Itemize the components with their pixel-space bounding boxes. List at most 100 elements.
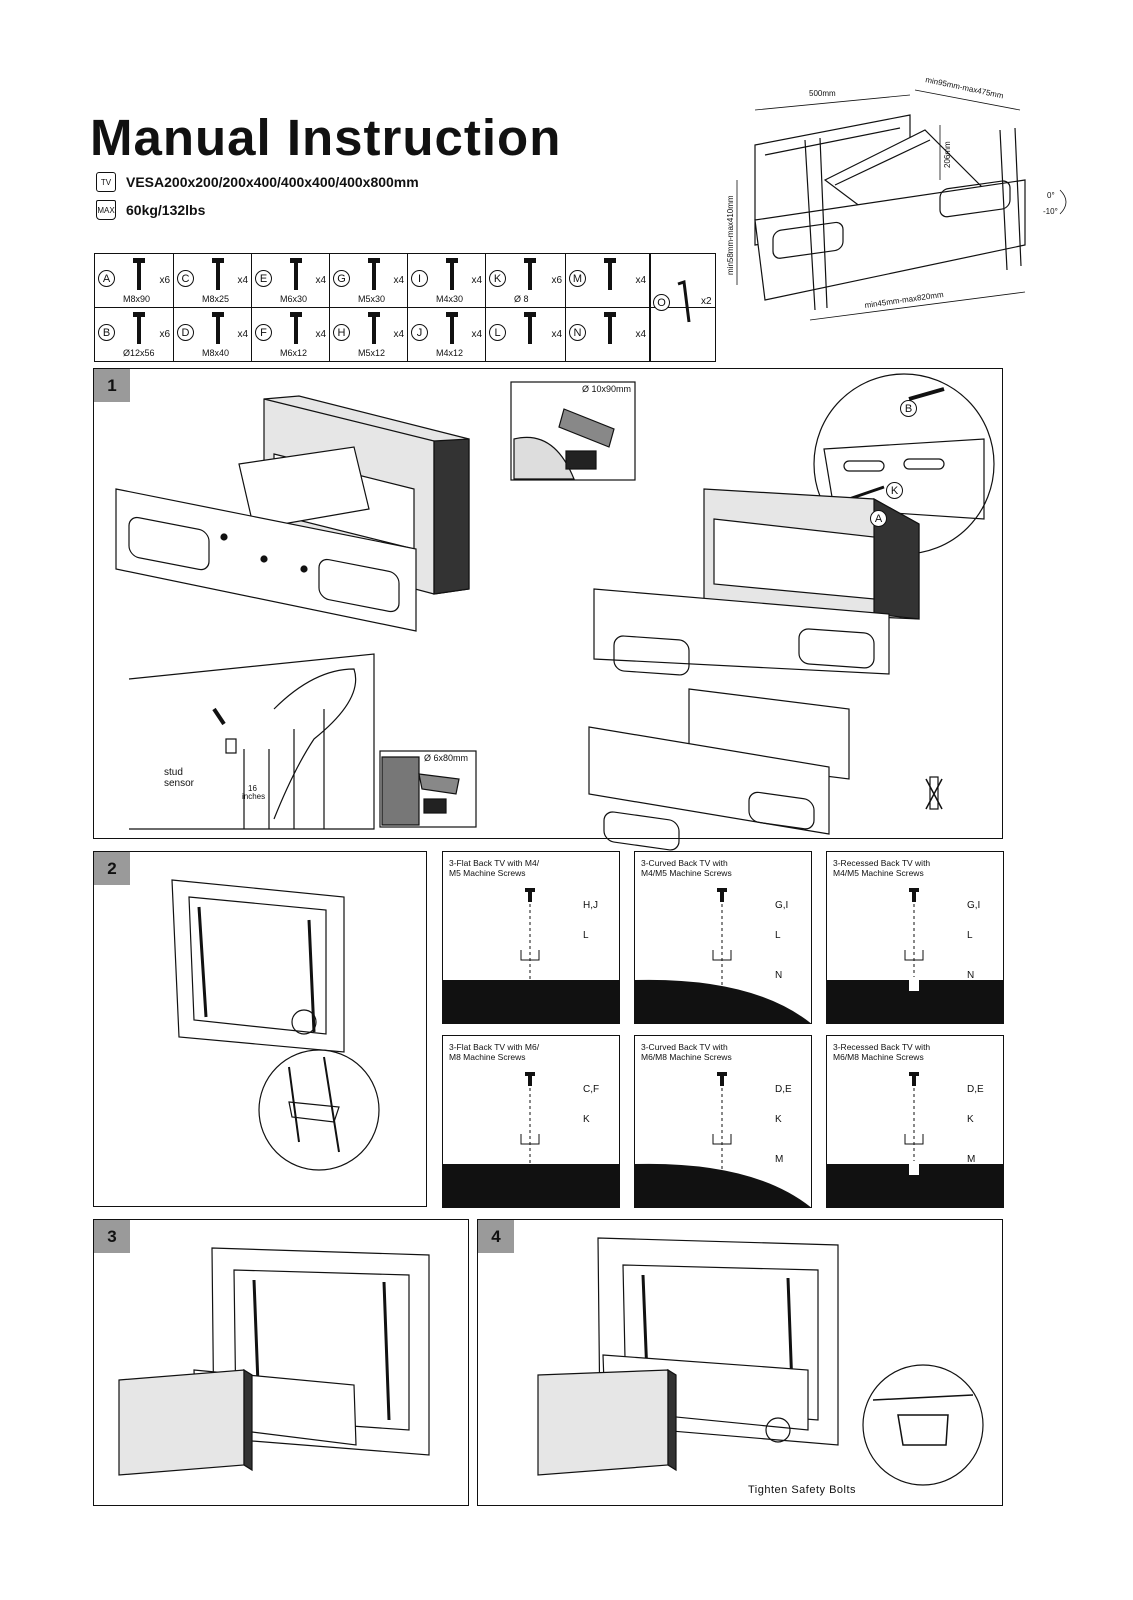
step-number: 3: [94, 1220, 130, 1253]
step-1-illustration: [115, 373, 995, 851]
screw-config-title: 3-Flat Back TV with M6/ M8 Machine Screw…: [449, 1042, 540, 1062]
screw-config-label: M: [967, 1154, 976, 1165]
hardware-qty: x4: [471, 275, 482, 286]
dim-depth: min95mm-max475mm: [925, 75, 1005, 100]
weight-spec: MAX 60kg/132lbs: [96, 200, 205, 220]
screw-config-label: N: [967, 970, 975, 981]
hardware-letter: F: [255, 324, 272, 341]
screw-config-panel: 3-Curved Back TV with M6/M8 Machine Scre…: [634, 1035, 812, 1208]
weight-text: 60kg/132lbs: [126, 202, 206, 218]
hardware-letter: A: [98, 270, 115, 287]
hardware-size: M4x12: [436, 348, 464, 358]
screw-icon: [133, 258, 145, 290]
hardware-letter: C: [177, 270, 194, 287]
tv-icon: TV: [96, 172, 116, 192]
detail-letter-a: A: [870, 510, 887, 527]
hardware-qty: x6: [159, 275, 170, 286]
hardware-size: M5x30: [358, 294, 386, 304]
screw-config-label: L: [583, 930, 589, 941]
dim-tilt-bottom: -10°: [1043, 207, 1058, 216]
screw-icon: [524, 258, 536, 290]
hardware-item: F M6x12 x4: [252, 308, 330, 362]
hardware-letter: G: [333, 270, 350, 287]
step-number: 1: [94, 369, 130, 402]
step-2-panel: 2: [93, 851, 427, 1207]
hardware-letter: N: [569, 324, 586, 341]
mount-dimension-drawing: 500mm min95mm-max475mm 206mm min58mm-max…: [726, 75, 1067, 321]
hardware-size: M6x12: [280, 348, 308, 358]
hardware-letter: E: [255, 270, 272, 287]
hardware-qty: x4: [237, 329, 248, 340]
screw-icon: [604, 312, 616, 344]
step-4-caption: Tighten Safety Bolts: [748, 1484, 857, 1496]
hardware-letter: O: [653, 294, 670, 311]
hardware-size: M8x40: [202, 348, 230, 358]
screw-config-label: G,I: [775, 900, 789, 911]
screw-config-panel: 3-Curved Back TV with M4/M5 Machine Scre…: [634, 851, 812, 1024]
hardware-item: G M5x30 x4: [330, 254, 408, 308]
hardware-size: M6x30: [280, 294, 308, 304]
step-2-illustration: [171, 879, 380, 1171]
step-3-panel: 3: [93, 1219, 469, 1506]
allen-wrench-icon: [677, 279, 691, 323]
vesa-spec: TV VESA200x200/200x400/400x400/400x800mm: [96, 172, 419, 192]
stud-spacing-value: 16: [248, 784, 257, 793]
hardware-qty: x4: [393, 275, 404, 286]
hardware-qty: x4: [471, 329, 482, 340]
detail-letter-b: B: [900, 400, 917, 417]
screw-icon: [604, 258, 616, 290]
dim-height-side: 206mm: [943, 141, 952, 168]
hardware-item: A M8x90 x6: [95, 254, 174, 308]
step-1-panel: 1: [93, 368, 1003, 851]
screw-icon: [212, 258, 224, 290]
dimension-diagram: 500mm min95mm-max475mm 206mm min58mm-max…: [725, 70, 1085, 335]
hardware-qty: x4: [393, 329, 404, 340]
hardware-qty: x6: [159, 329, 170, 340]
screw-config-label: K: [583, 1114, 590, 1125]
hardware-item: H M5x12 x4: [330, 308, 408, 362]
dim-width-top: 500mm: [809, 89, 836, 98]
hardware-qty: x4: [635, 275, 646, 286]
screw-config-label: L: [775, 930, 781, 941]
screw-config-label: D,E: [775, 1084, 792, 1095]
step-4-illustration: [537, 1237, 984, 1486]
hardware-wrench-cell: O x2: [650, 254, 717, 361]
screw-config-label: D,E: [967, 1084, 984, 1095]
screw-icon: [368, 312, 380, 344]
detail-letter-k: K: [886, 482, 903, 499]
hardware-qty: x4: [315, 329, 326, 340]
hardware-size: M4x30: [436, 294, 464, 304]
drill-bit-small-label: Ø 6x80mm: [424, 753, 469, 763]
screw-config-label: H,J: [583, 900, 598, 911]
screw-config-title: 3-Curved Back TV with M6/M8 Machine Scre…: [641, 1042, 732, 1062]
screw-config-diagram: [443, 1072, 619, 1207]
hardware-letter: H: [333, 324, 350, 341]
screw-config-label: C,F: [583, 1084, 600, 1095]
hardware-size: M8x90: [123, 294, 151, 304]
hardware-qty: x4: [237, 275, 248, 286]
hardware-size: Ø 8: [514, 294, 529, 304]
screw-icon: [446, 258, 458, 290]
screw-icon: [133, 312, 145, 344]
step-number: 2: [94, 852, 130, 885]
screw-config-label: N: [775, 970, 783, 981]
screw-config-title: 3-Recessed Back TV with M6/M8 Machine Sc…: [833, 1042, 931, 1062]
hardware-letter: M: [569, 270, 586, 287]
screw-config-diagram: [443, 888, 619, 1023]
screw-config-panel: 3-Recessed Back TV with M4/M5 Machine Sc…: [826, 851, 1004, 1024]
hardware-size: M5x12: [358, 348, 386, 358]
screw-config-diagram: [827, 1072, 1003, 1207]
screw-config-title: 3-Curved Back TV with M4/M5 Machine Scre…: [641, 858, 732, 878]
stud-spacing-unit: inches: [242, 792, 266, 801]
hardware-size: Ø12x56: [123, 348, 155, 358]
hardware-letter: K: [489, 270, 506, 287]
screw-config-title: 3-Recessed Back TV with M4/M5 Machine Sc…: [833, 858, 931, 878]
